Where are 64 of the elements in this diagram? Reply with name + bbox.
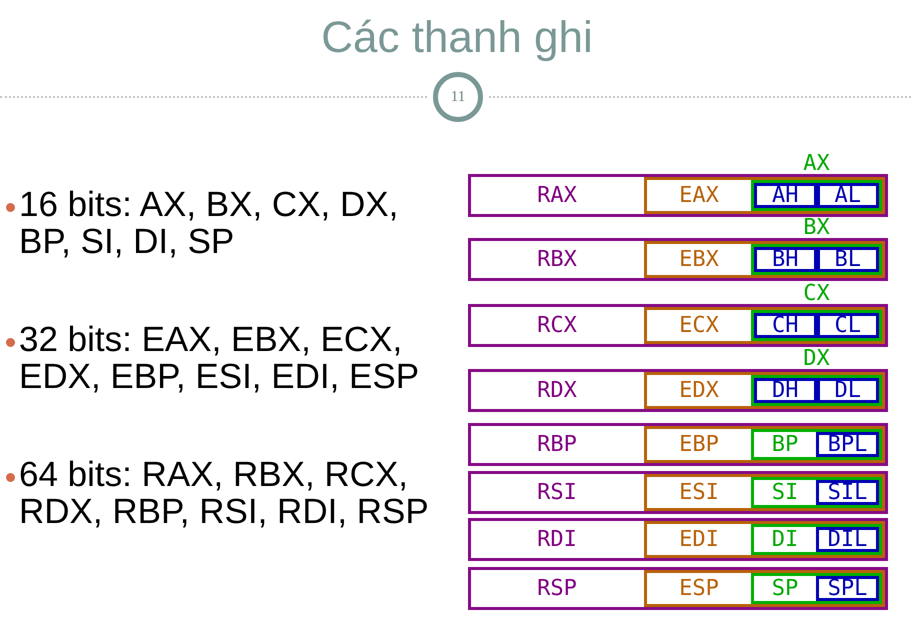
register-name: RBX — [537, 248, 577, 270]
register-name: CH — [772, 314, 798, 336]
register-name: EDI — [679, 528, 719, 550]
register-name: EBX — [679, 248, 719, 270]
register-name: EDX — [679, 380, 719, 402]
register-name: BPL — [828, 434, 868, 456]
register-name: SPL — [828, 578, 868, 600]
register-8-bit-box — [816, 527, 879, 552]
register-name: BH — [772, 248, 798, 270]
register-16-bit-box — [751, 477, 882, 508]
register-name: DI — [772, 528, 798, 550]
register-name: BL — [834, 248, 861, 270]
slide-title: Các thanh ghi — [321, 16, 593, 60]
register-32-bit-box — [644, 521, 885, 558]
register-name: BP — [772, 434, 798, 456]
register-name: DH — [772, 380, 798, 402]
register-name: AX — [803, 153, 830, 175]
register-8-bit-box — [816, 183, 879, 208]
register-8-bit-box — [816, 313, 879, 338]
register-name: ESI — [679, 482, 719, 504]
register-name: EBP — [679, 434, 719, 456]
register-name: SP — [772, 578, 798, 600]
register-8-bit-box — [816, 432, 879, 457]
register-8-bit-box — [816, 247, 879, 272]
register-32-bit-box — [644, 426, 885, 463]
register-name: ECX — [679, 314, 719, 336]
register-name: RSP — [537, 578, 577, 600]
register-name: DIL — [828, 528, 868, 550]
register-64-bit-box — [468, 423, 888, 466]
register-8-bit-box — [816, 378, 879, 403]
register-name: RAX — [537, 184, 577, 206]
register-32-bit-box — [644, 570, 885, 607]
register-name: CL — [834, 314, 861, 336]
bullet-text: 64 bits: RAX, RBX, RCX, RDX, RBP, RSI, RDI, RSP — [19, 456, 430, 530]
register-name: AH — [772, 184, 798, 206]
register-64-bit-box — [468, 518, 888, 561]
register-8-bit-box — [816, 576, 879, 601]
bullet-text: 16 bits: AX, BX, CX, DX, BP, SI, DI, SP — [19, 186, 400, 260]
register-8-bit-box — [754, 378, 816, 403]
register-16-bit-box — [751, 573, 882, 604]
register-64-bit-box — [468, 471, 888, 514]
register-name: CX — [803, 283, 830, 305]
register-name: AL — [834, 184, 861, 206]
register-8-bit-box — [754, 247, 816, 272]
register-name: RDI — [537, 528, 577, 550]
register-name: SIL — [828, 482, 868, 504]
register-16-bit-box — [751, 429, 882, 460]
register-name: RCX — [537, 314, 577, 336]
bullet-text: 32 bits: EAX, EBX, ECX, EDX, EBP, ESI, EDI, ESP — [19, 321, 420, 395]
register-name: RBP — [537, 434, 577, 456]
register-name: BX — [803, 217, 830, 239]
register-16-bit-box — [751, 524, 882, 555]
register-8-bit-box — [754, 313, 816, 338]
register-name: RDX — [537, 380, 577, 402]
register-name: SI — [772, 482, 798, 504]
register-8-bit-box — [816, 480, 879, 505]
register-64-bit-box — [468, 567, 888, 610]
register-32-bit-box — [644, 474, 885, 511]
register-name: ESP — [679, 578, 719, 600]
register-name: EAX — [679, 184, 719, 206]
register-name: RSI — [537, 482, 577, 504]
register-8-bit-box — [754, 183, 816, 208]
register-name: DL — [834, 380, 861, 402]
register-name: DX — [803, 348, 830, 370]
